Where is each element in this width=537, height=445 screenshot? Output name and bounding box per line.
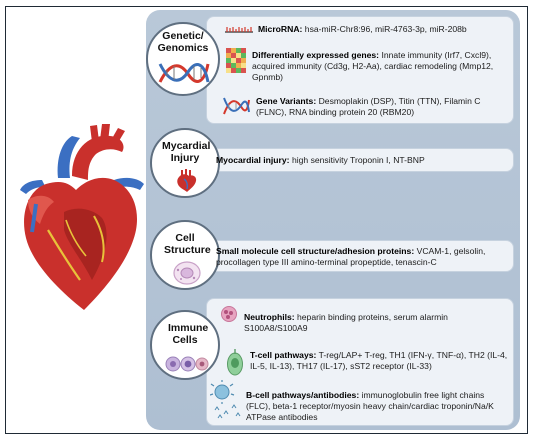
neutrophils-label: Neutrophils: — [244, 312, 295, 322]
variants-row: Gene Variants: Desmoplakin (DSP), Titin … — [256, 96, 510, 118]
bcell-text: immunoglobulin free light chains (FLC), … — [246, 390, 494, 422]
bcell-label: B-cell pathways/antibodies: — [246, 390, 360, 400]
adhesion-label: Small molecule cell structure/adhesion p… — [216, 246, 415, 256]
cell-structure-circle: Cell Structure — [150, 220, 220, 290]
categories-panel: Genetic/ Genomics Mycardial Injury Cell … — [146, 10, 520, 430]
genetic-title: Genetic/ Genomics — [157, 30, 209, 54]
deg-label: Differentially expressed genes: — [252, 50, 380, 60]
immune-title: Immune Cells — [168, 322, 209, 346]
variants-label: Gene Variants: — [256, 96, 317, 106]
immune-box — [206, 298, 514, 426]
neutrophils-row: Neutrophils: heparin binding proteins, s… — [244, 312, 510, 334]
bcell-row: B-cell pathways/antibodies: immunoglobul… — [246, 390, 510, 423]
deg-row: Differentially expressed genes: Innate i… — [252, 50, 510, 83]
tcell-row: T-cell pathways: T-reg/LAP+ T-reg, TH1 (… — [250, 350, 510, 372]
injury-text: high sensitivity Troponin I, NT-BNP — [291, 155, 425, 165]
cell-structure-title: Cell Structure — [164, 232, 211, 256]
heatmap-icon — [226, 48, 246, 73]
deg-text: Innate immunity (Irf7, Cxcl9), acquired … — [252, 50, 494, 82]
adhesion-row: Small molecule cell structure/adhesion p… — [216, 246, 510, 268]
heart-small-icon — [177, 169, 197, 192]
tcell-text: T-reg/LAP+ T-reg, TH1 (IFN-γ, TNF-α), TH… — [250, 350, 508, 371]
microrna-icon — [225, 27, 253, 33]
variants-text: Desmoplakin (DSP), Titin (TTN), Filamin … — [256, 96, 481, 117]
b-cell-icon — [210, 380, 241, 419]
dna-helix-icon — [158, 63, 210, 83]
immune-cells-icon — [165, 356, 209, 372]
injury-row: Myocardial injury: high sensitivity Trop… — [216, 155, 510, 166]
t-cell-icon — [227, 349, 243, 376]
genetic-box — [206, 16, 514, 124]
gene-variant-icon — [223, 97, 250, 115]
adhesion-text: VCAM-1, gelsolin, procollagen type III a… — [216, 246, 486, 267]
microrna-label: MicroRNA: — [258, 24, 303, 34]
injury-label: Myocardial injury: — [216, 155, 290, 165]
microrna-text: hsa-miR-Chr8:96, miR-4763-3p, miR-208b — [304, 24, 467, 34]
myocardial-title: Mycardial Injury — [162, 140, 211, 164]
neutrophils-text: heparin binding proteins, serum alarmin … — [244, 312, 448, 333]
microrna-row: MicroRNA: hsa-miR-Chr8:96, miR-4763-3p, … — [258, 24, 508, 35]
tcell-label: T-cell pathways: — [250, 350, 317, 360]
myocardial-box — [206, 148, 514, 172]
immune-circle: Immune Cells — [150, 310, 220, 380]
genetic-circle: Genetic/ Genomics — [146, 22, 220, 96]
neutrophil-icon — [221, 306, 237, 322]
heart-illustration — [20, 124, 144, 310]
cell-structure-box — [206, 240, 514, 272]
myocardial-circle: Mycardial Injury — [150, 128, 220, 198]
cell-icon — [173, 261, 201, 285]
